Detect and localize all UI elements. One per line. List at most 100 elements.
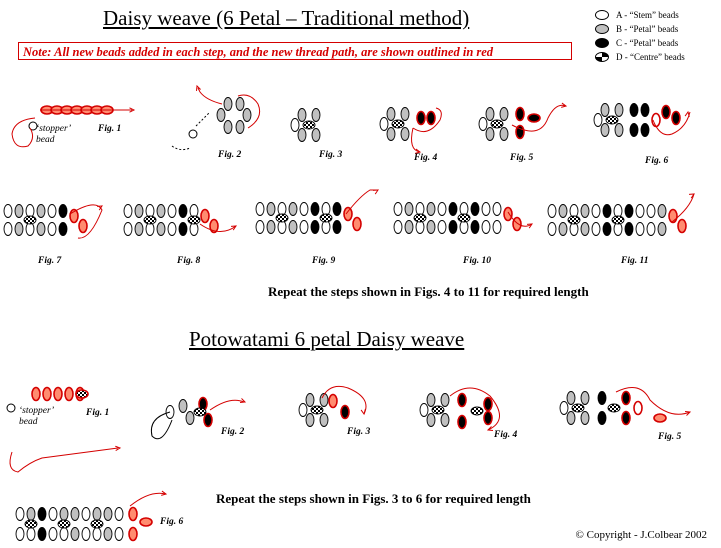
bead (59, 527, 69, 541)
bead (143, 215, 157, 225)
bead (255, 202, 265, 216)
fig-label-p5: Fig. 5 (658, 432, 682, 442)
bead (485, 127, 495, 141)
arrow-head (561, 102, 568, 108)
bead (629, 123, 639, 137)
bead (567, 215, 581, 225)
bead (242, 108, 252, 122)
bead (332, 220, 342, 234)
bead (26, 507, 36, 521)
bead (42, 386, 52, 402)
bead (15, 507, 25, 521)
bead (419, 403, 429, 417)
legend-item-a: A - “Stem” beads (595, 10, 679, 20)
fig-label-t1: Fig. 1 (98, 124, 122, 134)
bead (580, 222, 590, 236)
bead (123, 204, 133, 218)
bead (235, 120, 245, 134)
bead (515, 124, 525, 140)
stopper-label: ‘stopper’bead (19, 406, 55, 427)
repeat-traditional: Repeat the steps shown in Figs. 4 to 11 … (268, 284, 589, 299)
arrow-head (415, 148, 422, 154)
thread-path (195, 111, 211, 127)
bead (319, 213, 333, 223)
arrow-head (360, 409, 366, 416)
bead (47, 222, 57, 236)
bead (605, 115, 619, 125)
bead (59, 507, 69, 521)
bead (47, 204, 57, 218)
bead (178, 204, 188, 218)
bead (470, 202, 480, 216)
arrow-head (115, 445, 122, 451)
thread-path (345, 189, 378, 215)
bead (352, 216, 362, 232)
bead (499, 107, 509, 121)
bead (426, 110, 436, 126)
arrow-head (372, 189, 379, 195)
bead (275, 213, 289, 223)
bead (611, 215, 625, 225)
thread-path (69, 204, 103, 239)
fig-label-t9: Fig. 9 (312, 256, 336, 266)
bead (128, 506, 138, 522)
bead (400, 107, 410, 121)
bead (386, 127, 396, 141)
stopper-label: ‘stopper’bead (36, 124, 72, 145)
fig-label-t8: Fig. 8 (177, 256, 201, 266)
bead (203, 412, 213, 428)
thread-path (171, 145, 191, 151)
legend-item-c: C - “Petal” beads (595, 38, 678, 48)
bead (3, 204, 13, 218)
bead (580, 204, 590, 218)
bead (547, 204, 557, 218)
bead (193, 407, 207, 417)
bead (481, 202, 491, 216)
bead (653, 413, 667, 423)
bead (26, 527, 36, 541)
fig-label-p6: Fig. 6 (160, 517, 184, 527)
thread-path (197, 87, 223, 105)
bead (14, 222, 24, 236)
legend-item-d: D - “Centre” beads (595, 52, 685, 62)
bead (677, 218, 687, 234)
bead (328, 393, 338, 409)
bead (566, 411, 576, 425)
bead (78, 218, 88, 234)
bead (297, 128, 307, 142)
bead (200, 208, 210, 224)
thread-path (129, 492, 167, 507)
bead (379, 117, 389, 131)
bead (558, 204, 568, 218)
bead (481, 220, 491, 234)
bead (591, 222, 601, 236)
arrow-head (486, 426, 494, 432)
bead (167, 222, 177, 236)
bead (134, 204, 144, 218)
bead (580, 391, 590, 405)
bead (36, 222, 46, 236)
thread-path (449, 387, 500, 431)
bead (600, 123, 610, 137)
bead (640, 123, 650, 137)
arrow-head (239, 398, 247, 404)
fig-label-t6: Fig. 6 (645, 156, 669, 166)
bead (600, 103, 610, 117)
bead (340, 404, 350, 420)
thread-path (9, 447, 119, 473)
fig-label-p2: Fig. 2 (221, 427, 245, 437)
bead (457, 392, 467, 408)
bead (178, 399, 188, 413)
bead (36, 204, 46, 218)
arrow-head (684, 410, 692, 416)
bead (635, 204, 645, 218)
bead (70, 527, 80, 541)
fig-label-p3: Fig. 3 (347, 427, 371, 437)
bead (223, 120, 233, 134)
bead-swatch-black (595, 38, 609, 48)
bead (485, 107, 495, 121)
fig-label-t2: Fig. 2 (218, 150, 242, 160)
arrow-head (684, 110, 690, 117)
bead (457, 414, 467, 430)
bead (602, 204, 612, 218)
